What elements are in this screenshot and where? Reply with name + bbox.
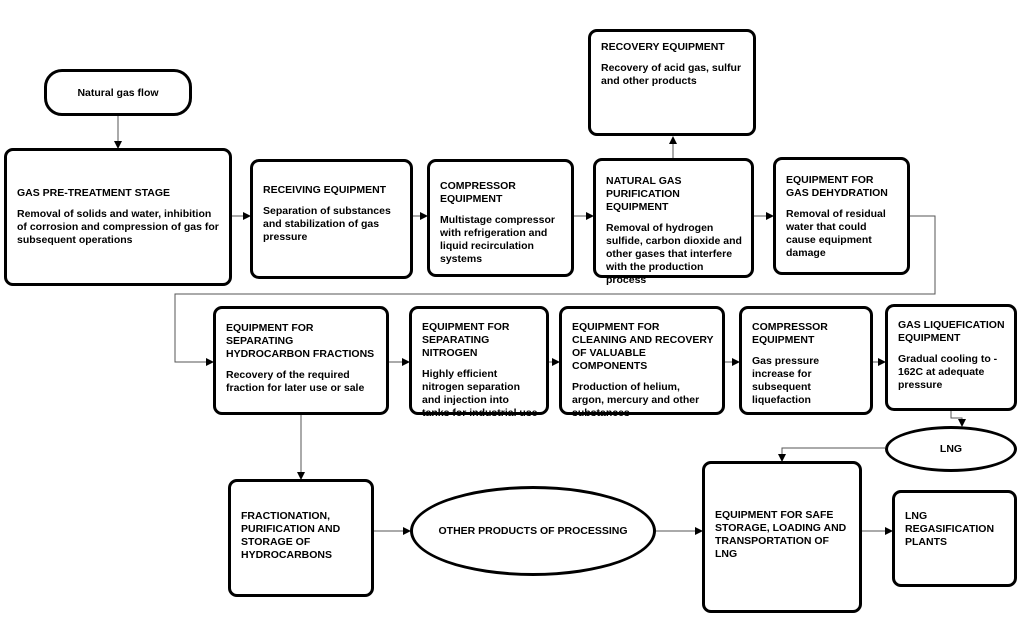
gas-liquefication-title: GAS LIQUEFICATION EQUIPMENT bbox=[898, 319, 1005, 344]
lng-oval: LNG bbox=[885, 426, 1017, 472]
gas-pretreatment-box: GAS PRE-TREATMENT STAGE Removal of solid… bbox=[4, 148, 232, 286]
lng-label: LNG bbox=[939, 443, 963, 455]
cleaning-recovery-desc: Production of helium, argon, mercury and… bbox=[572, 381, 700, 419]
arrow-dehydration-to-separating-hydrocarbons bbox=[174, 215, 936, 366]
gas-liquefication-box: GAS LIQUEFICATION EQUIPMENT Gradual cool… bbox=[885, 304, 1017, 411]
lng-regasification-box: LNG REGASIFICATION PLANTS bbox=[892, 490, 1017, 587]
gas-pretreatment-title: GAS PRE-TREATMENT STAGE bbox=[17, 187, 171, 199]
lng-storage-label: EQUIPMENT FOR SAFE STORAGE, LOADING AND … bbox=[715, 509, 847, 560]
cleaning-recovery-box: EQUIPMENT FOR CLEANING AND RECOVERY OF V… bbox=[559, 306, 725, 419]
natural-gas-flow-node: Natural gas flow bbox=[44, 69, 192, 116]
gas-pretreatment-desc: Removal of solids and water, inhibition … bbox=[17, 208, 219, 246]
compressor-equipment-1-box: COMPRESSOR EQUIPMENT Multistage compress… bbox=[427, 159, 574, 277]
gas-dehydration-desc: Removal of residual water that could cau… bbox=[786, 208, 886, 259]
recovery-equipment-title: RECOVERY EQUIPMENT bbox=[601, 41, 725, 53]
natural-gas-purification-box: NATURAL GAS PURIFICATION EQUIPMENT Remov… bbox=[593, 158, 754, 286]
receiving-equipment-desc: Separation of substances and stabilizati… bbox=[263, 205, 391, 243]
separating-nitrogen-box: EQUIPMENT FOR SEPARATING NITROGEN Highly… bbox=[409, 306, 549, 419]
natural-gas-purification-desc: Removal of hydrogen sulfide, carbon diox… bbox=[606, 222, 742, 286]
compressor-equipment-2-desc: Gas pressure increase for subsequent liq… bbox=[752, 355, 820, 406]
other-products-label: OTHER PRODUCTS OF PROCESSING bbox=[438, 525, 628, 537]
lng-regasification-label: LNG REGASIFICATION PLANTS bbox=[905, 510, 995, 548]
cleaning-recovery-title: EQUIPMENT FOR CLEANING AND RECOVERY OF V… bbox=[572, 321, 714, 372]
compressor-equipment-1-title: COMPRESSOR EQUIPMENT bbox=[440, 180, 516, 205]
gas-dehydration-title: EQUIPMENT FOR GAS DEHYDRATION bbox=[786, 174, 888, 199]
gas-liquefication-desc: Gradual cooling to - 162C at adequate pr… bbox=[898, 353, 998, 391]
receiving-equipment-box: RECEIVING EQUIPMENT Separation of substa… bbox=[250, 159, 413, 279]
recovery-equipment-desc: Recovery of acid gas, sulfur and other p… bbox=[601, 62, 742, 87]
separating-hydrocarbons-desc: Recovery of the required fraction for la… bbox=[226, 369, 365, 394]
natural-gas-flow-label: Natural gas flow bbox=[77, 86, 159, 99]
separating-hydrocarbons-title: EQUIPMENT FOR SEPARATING HYDROCARBON FRA… bbox=[226, 322, 375, 360]
arrow-lng-to-storage bbox=[778, 447, 885, 462]
fractionation-box: FRACTIONATION, PURIFICATION AND STORAGE … bbox=[228, 479, 374, 597]
separating-nitrogen-title: EQUIPMENT FOR SEPARATING NITROGEN bbox=[422, 321, 510, 359]
natural-gas-purification-title: NATURAL GAS PURIFICATION EQUIPMENT bbox=[606, 175, 682, 213]
compressor-equipment-2-title: COMPRESSOR EQUIPMENT bbox=[752, 321, 828, 346]
compressor-equipment-1-desc: Multistage compressor with refrigeration… bbox=[440, 214, 555, 265]
separating-nitrogen-desc: Highly efficient nitrogen separation and… bbox=[422, 368, 538, 419]
receiving-equipment-title: RECEIVING EQUIPMENT bbox=[263, 184, 387, 196]
fractionation-label: FRACTIONATION, PURIFICATION AND STORAGE … bbox=[241, 510, 341, 561]
compressor-equipment-2-box: COMPRESSOR EQUIPMENT Gas pressure increa… bbox=[739, 306, 873, 415]
other-products-oval: OTHER PRODUCTS OF PROCESSING bbox=[410, 486, 656, 576]
lng-storage-box: EQUIPMENT FOR SAFE STORAGE, LOADING AND … bbox=[702, 461, 862, 613]
recovery-equipment-box: RECOVERY EQUIPMENT Recovery of acid gas,… bbox=[588, 29, 756, 136]
gas-dehydration-box: EQUIPMENT FOR GAS DEHYDRATION Removal of… bbox=[773, 157, 910, 275]
separating-hydrocarbons-box: EQUIPMENT FOR SEPARATING HYDROCARBON FRA… bbox=[213, 306, 389, 415]
arrow-liquefication-to-lng bbox=[950, 411, 966, 427]
